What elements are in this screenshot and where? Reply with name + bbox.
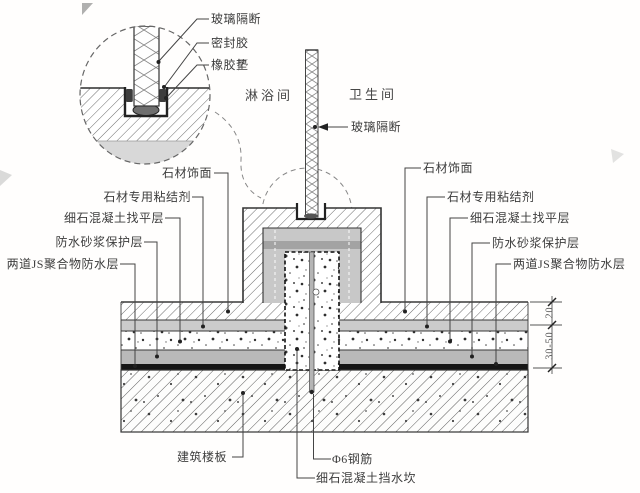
detail-reference-connector xyxy=(214,111,262,199)
dimension-lines xyxy=(530,296,562,374)
detail-lower-band xyxy=(80,141,210,164)
watermark-marks xyxy=(0,3,624,186)
label-left-stone-finish: 石材饰面 xyxy=(161,166,212,180)
dimension-30-50: 30-50 xyxy=(544,331,556,360)
partition-arrow xyxy=(313,123,348,131)
waterproof-layer xyxy=(121,364,285,371)
label-right-leveling: 细石混凝土找平层 xyxy=(470,211,571,225)
dimension-20: 20 xyxy=(544,306,556,319)
label-slab: 建筑楼板 xyxy=(177,450,228,464)
floor-layers-right xyxy=(339,302,528,371)
detail-reference-arc xyxy=(261,167,353,214)
leaders-left xyxy=(120,172,229,366)
structural-slab xyxy=(120,369,529,433)
leaders-right xyxy=(404,167,511,364)
curb-assembly xyxy=(242,49,382,395)
protection-layer xyxy=(121,350,285,364)
label-rubber-pad: 橡胶垫 xyxy=(211,58,249,72)
leader-dots-right xyxy=(403,309,498,366)
leader-dots-left xyxy=(133,309,230,368)
label-right-protection: 防水砂浆保护层 xyxy=(492,236,580,250)
label-rebar: Φ6钢筋 xyxy=(332,452,373,466)
curb-stone-facing xyxy=(243,208,263,303)
label-right-waterproof: 两道JS聚合物防水层 xyxy=(513,257,626,271)
label-right-adhesive: 石材专用粘结剂 xyxy=(447,190,535,204)
leaders-bottom xyxy=(232,350,331,479)
detail-callout xyxy=(79,18,262,199)
detail-sealant xyxy=(125,89,133,102)
label-left-protection: 防水砂浆保护层 xyxy=(55,235,143,249)
leveling-layer xyxy=(121,331,285,350)
label-glass-partition-main: 玻璃隔断 xyxy=(351,120,402,134)
label-room-shower: 淋浴间 xyxy=(245,88,294,103)
rebar xyxy=(309,251,315,393)
label-left-waterproof: 两道JS聚合物防水层 xyxy=(6,257,119,271)
detail-leader-lines xyxy=(158,18,209,98)
label-sealant: 密封胶 xyxy=(211,36,249,50)
curb-slot xyxy=(295,203,327,221)
detail-glass-panel xyxy=(133,26,160,107)
label-glass-partition-detail: 玻璃隔断 xyxy=(211,12,262,26)
label-left-leveling: 细石混凝土找平层 xyxy=(63,211,164,225)
label-room-bathroom: 卫生间 xyxy=(349,87,398,102)
label-left-adhesive: 石材专用粘结剂 xyxy=(103,190,191,204)
label-right-stone-finish: 石材饰面 xyxy=(423,161,474,175)
detail-circle-outline xyxy=(79,25,211,165)
glass-partition-panel xyxy=(305,49,319,218)
label-waterstop-curb: 细石混凝土挡水坎 xyxy=(316,471,417,485)
